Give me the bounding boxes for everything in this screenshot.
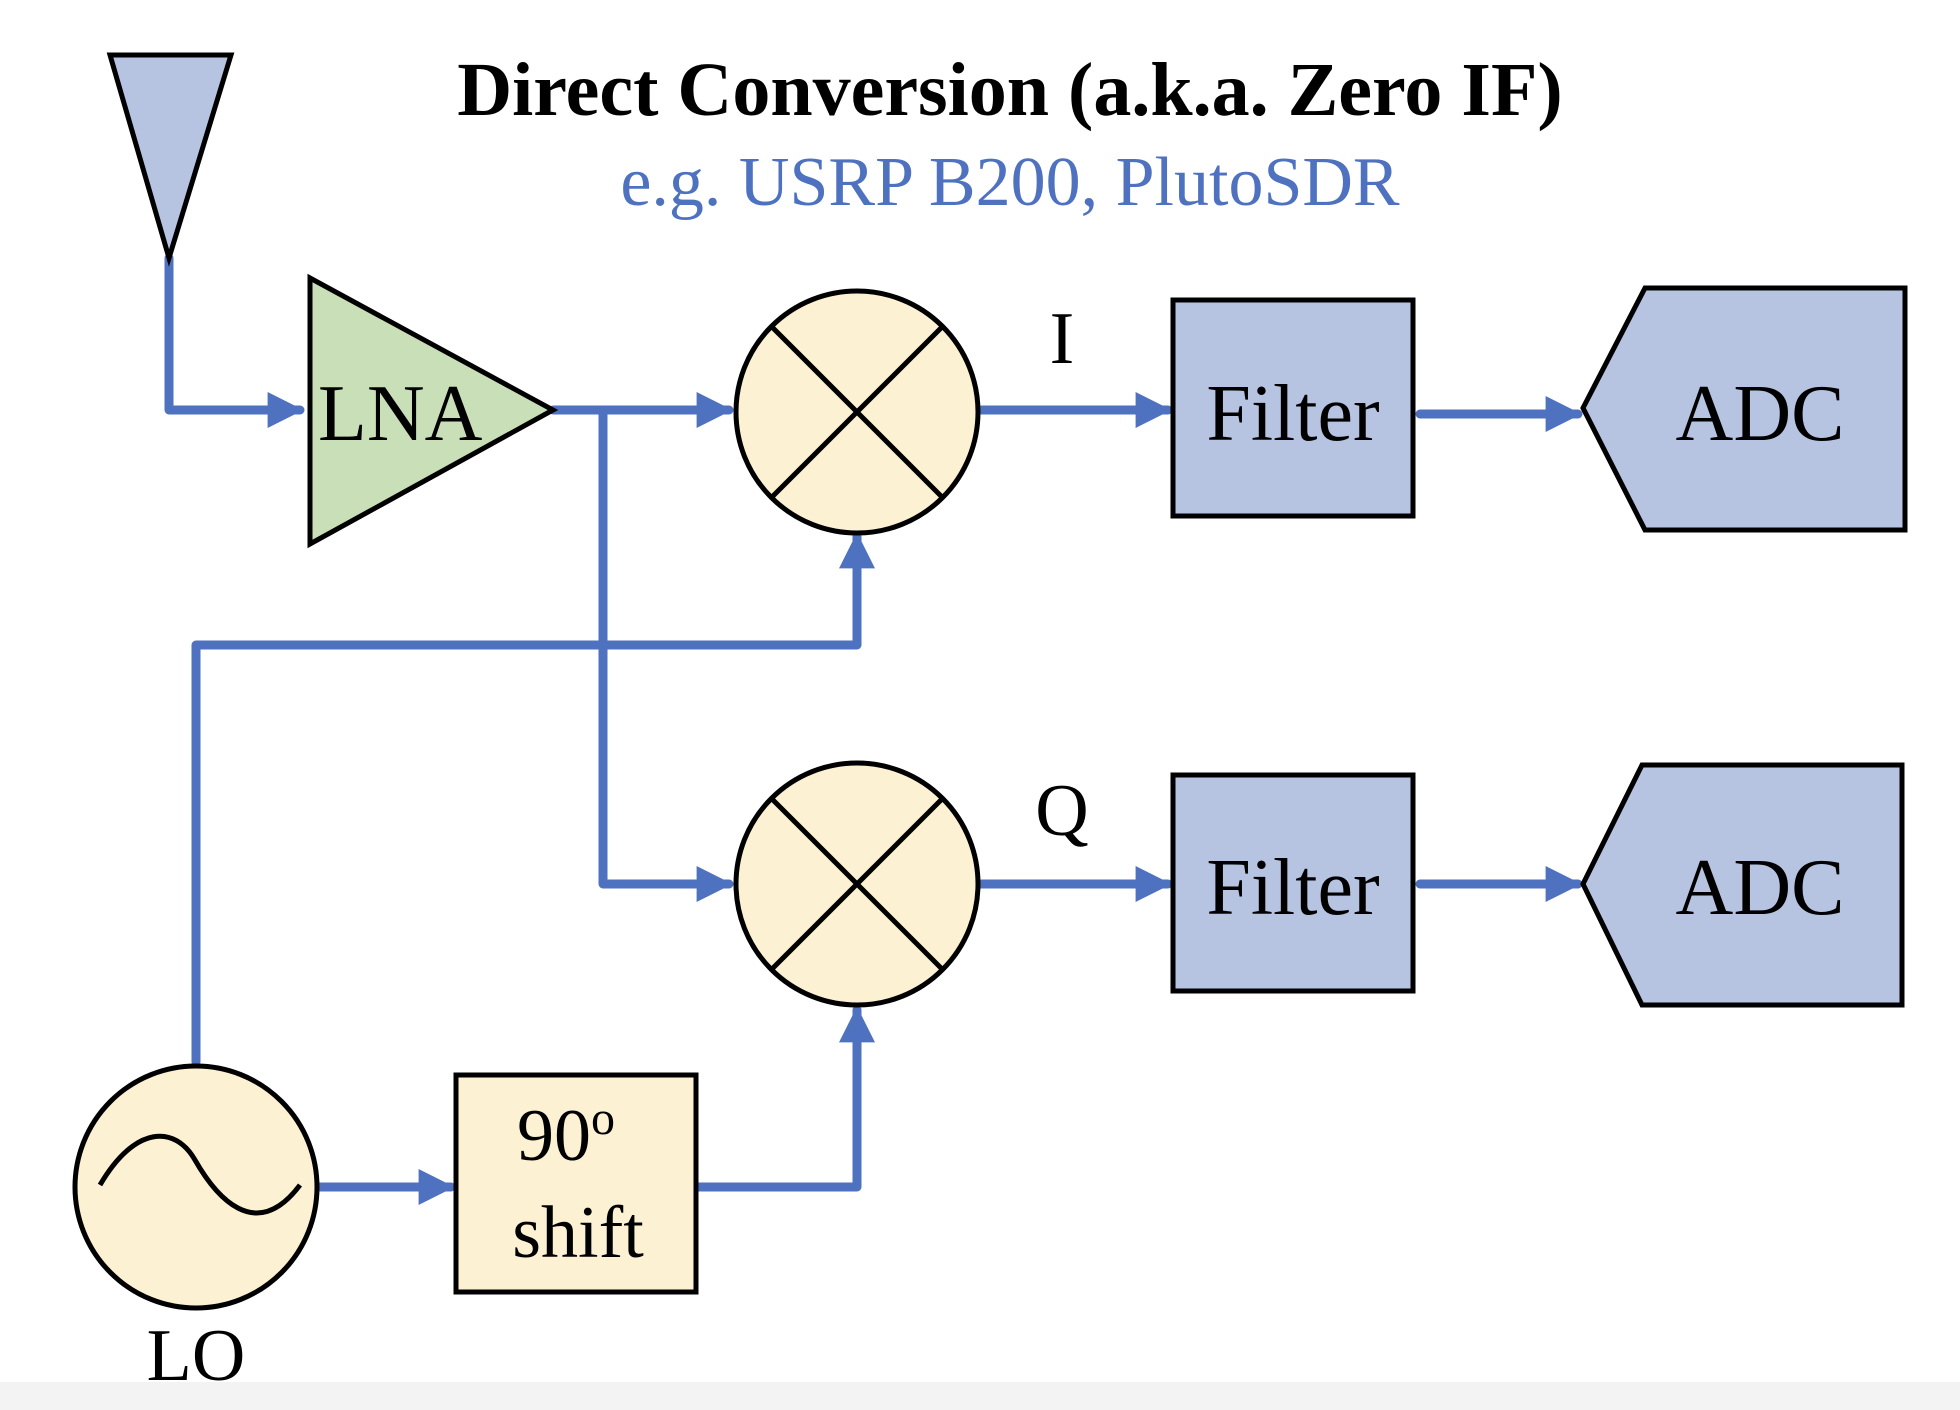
wire-shift-to-mixer-q — [693, 1005, 875, 1192]
phase-shift-box — [453, 1072, 699, 1295]
wire-lo-to-mixer-i — [191, 531, 875, 1067]
lna-label: LNA — [318, 370, 483, 458]
adc-q-label: ADC — [1676, 844, 1845, 932]
page-footer-strip — [0, 1382, 1960, 1410]
lna-amplifier — [307, 273, 559, 549]
filter-i-label: Filter — [1206, 370, 1379, 458]
antenna-icon — [106, 52, 235, 267]
filter-i-box — [1170, 297, 1416, 519]
phase-shift-value: 90o — [517, 1092, 615, 1177]
mixer-i — [733, 288, 981, 536]
sine-wave-icon — [97, 1133, 302, 1216]
diagram-subtitle: e.g. USRP B200, PlutoSDR — [620, 144, 1400, 221]
i-channel-label: I — [1050, 298, 1075, 380]
diagram-title: Direct Conversion (a.k.a. Zero IF) — [457, 48, 1562, 132]
signal-wires — [164, 253, 1583, 1205]
degree-mark: o — [591, 1092, 615, 1145]
lo-oscillator — [72, 1063, 320, 1311]
lo-circle — [72, 1063, 320, 1311]
adc-i-block — [1580, 285, 1908, 533]
phase-shift-degrees: 90 — [517, 1095, 591, 1177]
phase-shift-word: shift — [512, 1192, 644, 1274]
wire-lna-to-mixer-q — [598, 405, 734, 902]
mixer-q-cross-b — [769, 796, 945, 972]
mixer-i-cross-b — [769, 324, 945, 500]
adc-q-block — [1580, 762, 1905, 1008]
filter-q-label: Filter — [1206, 844, 1379, 932]
adc-i-label: ADC — [1676, 370, 1845, 458]
mixer-q — [733, 760, 981, 1008]
filter-q-box — [1170, 772, 1416, 994]
q-channel-label: Q — [1035, 770, 1088, 852]
wire-antenna-to-lna — [164, 253, 305, 428]
